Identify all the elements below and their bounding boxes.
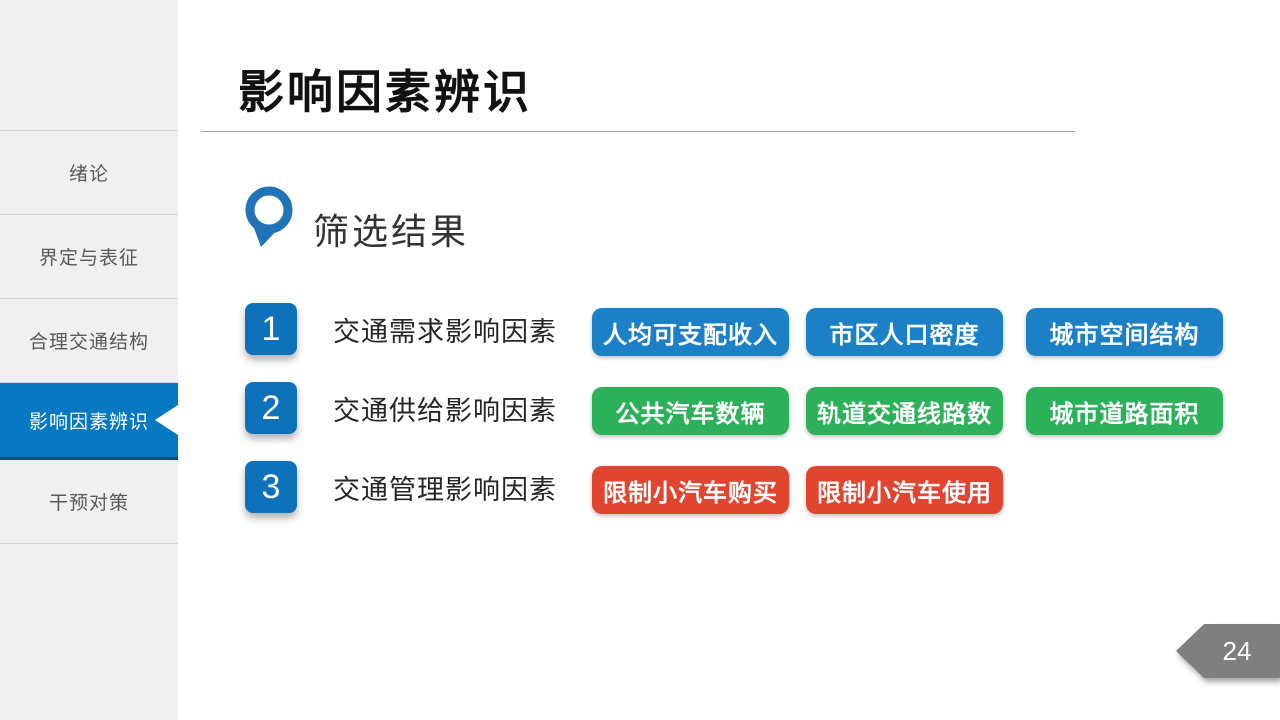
sidebar-item-traffic-structure[interactable]: 合理交通结构 bbox=[0, 299, 178, 383]
factor-label: 交通供给影响因素 bbox=[333, 395, 557, 426]
sidebar-item-label: 合理交通结构 bbox=[28, 332, 149, 353]
page-number: 24 bbox=[1222, 635, 1252, 666]
sidebar-item-label: 绪论 bbox=[68, 164, 109, 185]
factor-label: 交通管理影响因素 bbox=[333, 474, 557, 505]
factor-button-restrict-usage[interactable]: 限制小汽车使用 bbox=[806, 466, 1003, 514]
row-number-badge: 2 bbox=[245, 382, 297, 434]
factor-button-road-area[interactable]: 城市道路面积 bbox=[1026, 387, 1223, 435]
sidebar-item-label: 影响因素辨识 bbox=[28, 411, 149, 433]
sidebar-spacer bbox=[0, 0, 178, 131]
active-item-arrow-icon bbox=[155, 405, 178, 435]
row-number-badge: 1 bbox=[245, 303, 297, 355]
factor-button-income[interactable]: 人均可支配收入 bbox=[592, 308, 789, 356]
row-number-badge: 3 bbox=[245, 461, 297, 513]
factor-button-spatial-structure[interactable]: 城市空间结构 bbox=[1026, 308, 1223, 356]
sidebar-item-introduction[interactable]: 绪论 bbox=[0, 131, 178, 215]
sidebar-item-label: 干预对策 bbox=[48, 493, 129, 514]
sidebar-item-label: 界定与表征 bbox=[38, 248, 139, 269]
sidebar-item-definition[interactable]: 界定与表征 bbox=[0, 215, 178, 299]
sidebar-item-influencing-factors[interactable]: 影响因素辨识 bbox=[0, 383, 178, 460]
factor-button-bus-count[interactable]: 公共汽车数辆 bbox=[592, 387, 789, 435]
factor-button-restrict-purchase[interactable]: 限制小汽车购买 bbox=[592, 466, 789, 514]
sidebar: 绪论 界定与表征 合理交通结构 影响因素辨识 干预对策 bbox=[0, 0, 178, 720]
factor-label: 交通需求影响因素 bbox=[333, 316, 557, 347]
factor-row-management: 3 交通管理影响因素 限制小汽车购买 限制小汽车使用 bbox=[0, 461, 1280, 519]
factor-row-demand: 1 交通需求影响因素 人均可支配收入 市区人口密度 城市空间结构 bbox=[0, 303, 1280, 361]
sidebar-item-countermeasures[interactable]: 干预对策 bbox=[0, 460, 178, 544]
map-pin-icon bbox=[245, 186, 293, 247]
factor-row-supply: 2 交通供给影响因素 公共汽车数辆 轨道交通线路数 城市道路面积 bbox=[0, 382, 1280, 440]
page-title: 影响因素辨识 bbox=[238, 66, 532, 118]
title-divider bbox=[201, 131, 1075, 132]
page-number-badge: 24 bbox=[1176, 624, 1280, 682]
factor-button-population-density[interactable]: 市区人口密度 bbox=[806, 308, 1003, 356]
factor-button-rail-lines[interactable]: 轨道交通线路数 bbox=[806, 387, 1003, 435]
section-heading: 筛选结果 bbox=[313, 212, 470, 252]
